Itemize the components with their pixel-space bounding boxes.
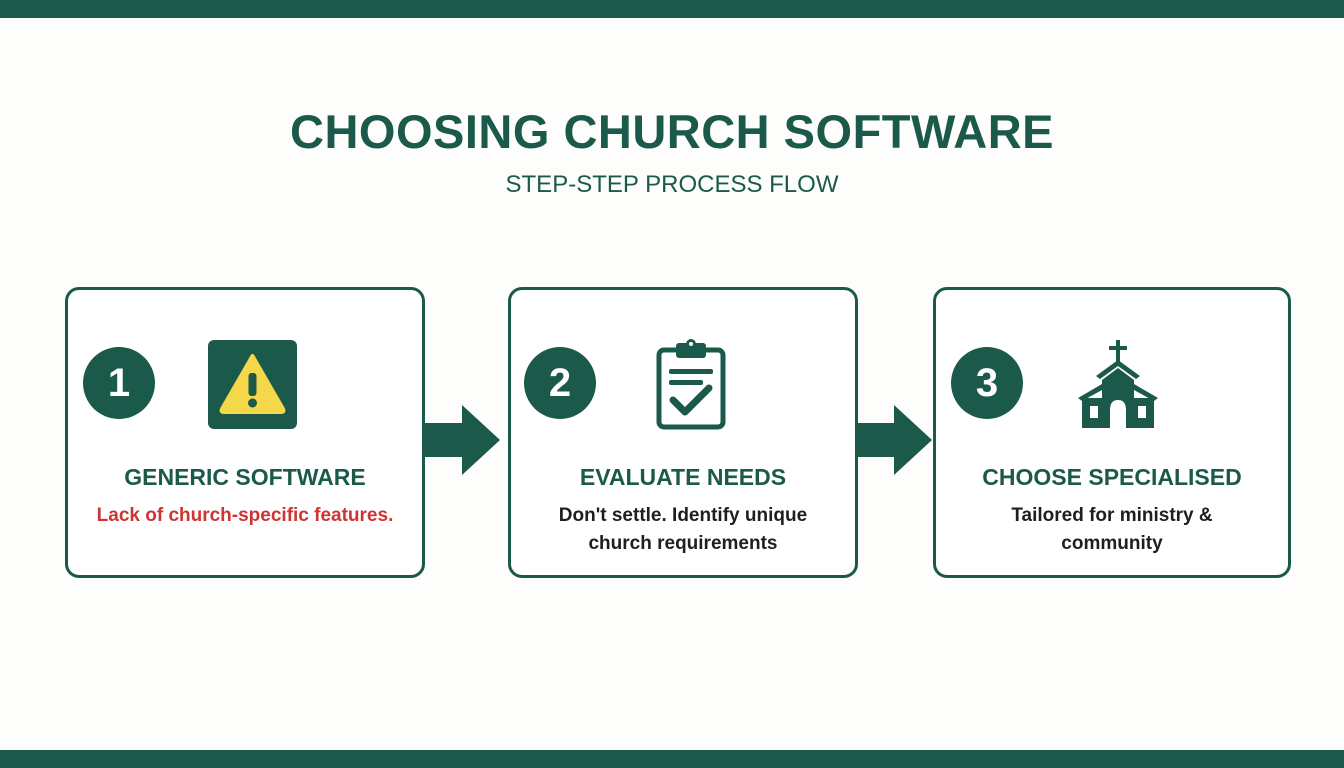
step-card-2: 2 EVALUATE NEEDS Don't settle. Identify … <box>508 287 858 578</box>
bottom-band <box>0 750 1344 768</box>
page-title: CHOOSING CHURCH SOFTWARE <box>290 105 1054 158</box>
step-number-badge: 2 <box>524 347 596 419</box>
step-description: Don't settle. Identify unique church req… <box>558 505 808 554</box>
step-description: Tailored for ministry & community <box>1011 505 1213 554</box>
step-description: Lack of church-specific features. <box>96 505 394 526</box>
step-number-badge: 1 <box>83 347 155 419</box>
step-heading: EVALUATE NEEDS <box>579 464 787 490</box>
step-heading: CHOOSE SPECIALISED <box>982 464 1242 490</box>
church-icon <box>1078 340 1158 428</box>
clipboard-check-icon <box>656 339 726 430</box>
step-number-badge: 3 <box>951 347 1023 419</box>
arrow-right-icon <box>424 405 500 475</box>
page-subtitle: STEP-STEP PROCESS FLOW <box>505 171 839 198</box>
step-card-1: 1 GENERIC SOFTWARE Lack of church-specif… <box>65 287 425 578</box>
step-card-3: 3 CHOOSE SPECIALISED Tailored for minist… <box>933 287 1291 578</box>
warning-icon <box>208 340 297 429</box>
step-heading: GENERIC SOFTWARE <box>124 464 366 490</box>
top-band <box>0 0 1344 18</box>
arrow-right-icon <box>856 405 932 475</box>
